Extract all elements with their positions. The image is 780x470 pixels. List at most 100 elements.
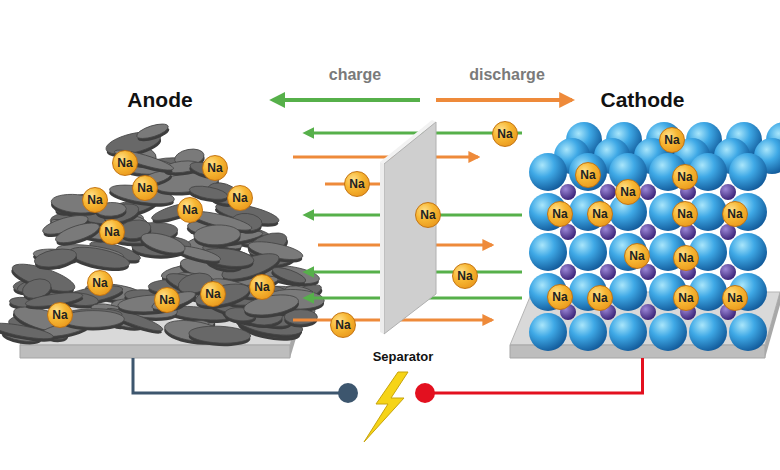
sodium-ion: Na (202, 155, 228, 181)
ion-symbol: Na (232, 192, 247, 204)
negative-wire (133, 358, 339, 393)
sodium-ion: Na (547, 201, 573, 227)
sodium-ion: Na (249, 274, 275, 300)
lattice-atom-small (560, 184, 576, 200)
ion-symbol: Na (678, 252, 693, 264)
lattice-atom (569, 233, 607, 271)
discharge-arrow (436, 98, 572, 102)
sodium-ion: Na (452, 263, 478, 289)
sodium-ion: Na (177, 197, 203, 223)
electrode-title: Cathode (505, 88, 780, 112)
lattice-atom-small (600, 264, 616, 280)
lattice-atom (529, 313, 567, 351)
sodium-ion: Na (112, 150, 138, 176)
ion-symbol: Na (117, 157, 132, 169)
graphite-flake (53, 219, 101, 247)
ion-symbol: Na (592, 292, 607, 304)
graphite-flake (0, 320, 54, 342)
cathode-plate-side (765, 292, 780, 358)
anode-graphite-flakes (0, 121, 325, 348)
ion-symbol: Na (254, 281, 269, 293)
lattice-atom (529, 233, 567, 271)
ion-symbol: Na (420, 209, 435, 221)
ion-symbol: Na (457, 270, 472, 282)
sodium-ion: Na (344, 171, 370, 197)
ion-symbol: Na (52, 309, 67, 321)
lattice-atom (529, 153, 567, 191)
ion-symbol: Na (205, 288, 220, 300)
anode-plate-front (20, 345, 290, 358)
sodium-ion: Na (615, 179, 641, 205)
ion-symbol: Na (678, 292, 693, 304)
lattice-atom (729, 313, 767, 351)
negative-terminal (338, 383, 358, 403)
sodium-ion: Na (673, 285, 699, 311)
sodium-ion: Na (673, 245, 699, 271)
charge-arrow (282, 98, 420, 102)
positive-terminal (415, 383, 435, 403)
sodium-ion: Na (659, 127, 685, 153)
sodium-ion: Na (154, 287, 180, 313)
ion-symbol: Na (592, 208, 607, 220)
lattice-atom-small (640, 184, 656, 200)
flow-direction-label: discharge (469, 66, 545, 84)
sodium-ion: Na (227, 185, 253, 211)
graphite-flake (139, 229, 187, 257)
sodium-ion: Na (492, 121, 518, 147)
ion-symbol: Na (629, 250, 644, 262)
sodium-ion: Na (672, 164, 698, 190)
graphite-flake (194, 224, 241, 246)
sodium-ion: Na (587, 201, 613, 227)
lattice-atom (729, 233, 767, 271)
lattice-atom (729, 153, 767, 191)
graphite-flake (271, 264, 308, 285)
graphite-flake (193, 280, 251, 310)
lattice-atom-small (720, 184, 736, 200)
sodium-ion: Na (624, 243, 650, 269)
ion-symbol: Na (137, 182, 152, 194)
ion-symbol: Na (349, 178, 364, 190)
sodium-ion: Na (722, 201, 748, 227)
lattice-atom-small (600, 184, 616, 200)
ion-symbol: Na (552, 291, 567, 303)
flow-direction-label: charge (329, 66, 381, 84)
ion-symbol: Na (677, 171, 692, 183)
electrode-region: CathodeNaNaNaNaNaNaNaNaNaNaNaNaNaNa (505, 88, 780, 358)
lattice-atom (569, 313, 607, 351)
sodium-ion: Na (722, 285, 748, 311)
positive-wire (434, 358, 643, 393)
electrode-title: Anode (10, 88, 310, 112)
sodium-ion: Na (82, 187, 108, 213)
ion-symbol: Na (182, 204, 197, 216)
ion-symbol: Na (552, 208, 567, 220)
lattice-atom-small (640, 224, 656, 240)
ion-symbol: Na (620, 186, 635, 198)
sodium-ion: Na (575, 162, 601, 188)
sodium-ion: Na (200, 281, 226, 307)
lattice-atom-small (560, 264, 576, 280)
ion-symbol: Na (92, 277, 107, 289)
lattice-atom (609, 273, 647, 311)
ion-symbol: Na (727, 292, 742, 304)
graphite-flake (135, 121, 170, 141)
lattice-atom-small (720, 264, 736, 280)
ion-symbol: Na (207, 162, 222, 174)
ion-symbol: Na (664, 134, 679, 146)
ion-symbol: Na (497, 128, 512, 140)
separator-side (380, 162, 384, 334)
graphite-flake (33, 246, 78, 270)
ion-symbol: Na (727, 208, 742, 220)
sodium-ion: Na (87, 270, 113, 296)
ion-symbol: Na (677, 208, 692, 220)
sodium-ion: Na (132, 175, 158, 201)
separator-node: Separator (368, 118, 438, 364)
sodium-ion: Na (587, 285, 613, 311)
lattice-atom (689, 313, 727, 351)
lightning-bolt (364, 372, 408, 442)
graphite-flake (188, 325, 251, 345)
sodium-ion: Na (99, 219, 125, 245)
sodium-ion: Na (415, 202, 441, 228)
lattice-atom-small (640, 304, 656, 320)
sodium-ion: Na (547, 284, 573, 310)
cathode-crystal-lattice (529, 122, 780, 351)
